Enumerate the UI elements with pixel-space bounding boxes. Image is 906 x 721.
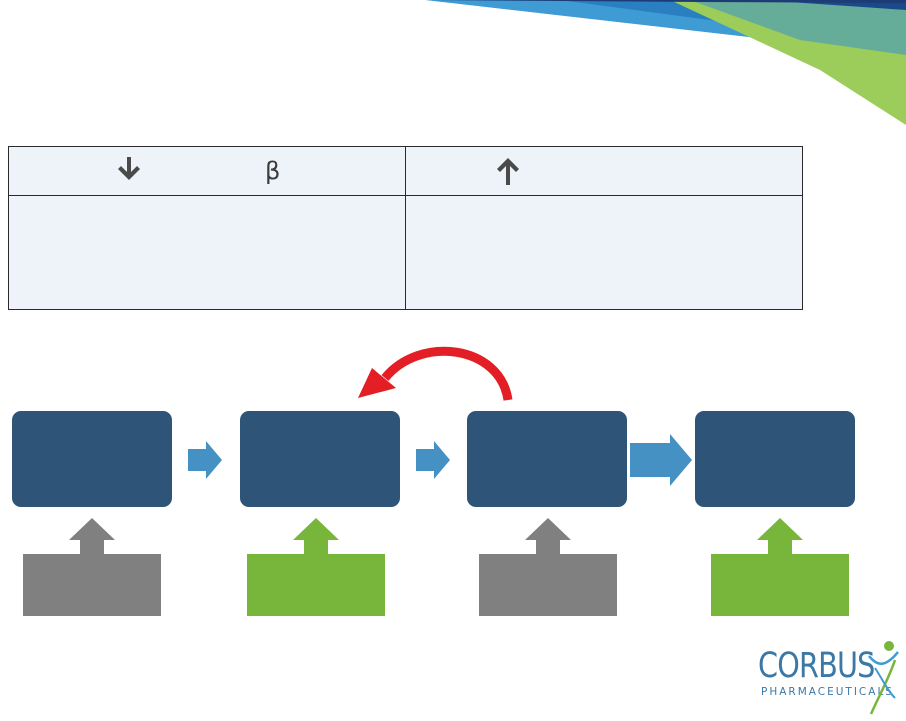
- arrow-up-icon: [525, 518, 571, 555]
- connector-arrow-3: [630, 434, 692, 486]
- table-header-left: β: [8, 146, 406, 196]
- base-block-2: [247, 518, 385, 616]
- arrow-up-icon: [293, 518, 339, 555]
- flow-stage-2: [240, 411, 400, 507]
- logo-figure-icon: [868, 641, 899, 715]
- arrow-up-icon: [757, 518, 803, 555]
- flow-stage-4: [695, 411, 855, 507]
- connector-arrow-1: [188, 441, 222, 479]
- beta-symbol: β: [265, 157, 281, 185]
- corbus-logo: CORBUS PHARMACEUTICALS: [755, 638, 900, 718]
- arrow-up-icon: [69, 518, 115, 555]
- arrow-down-icon: [117, 155, 141, 189]
- base-block-3: [479, 518, 617, 616]
- base-block-4: [711, 518, 849, 616]
- connector-arrow-2: [416, 441, 450, 479]
- logo-subtitle: PHARMACEUTICALS: [761, 686, 894, 698]
- table-cell-left: [8, 195, 406, 310]
- comparison-table: β: [8, 146, 803, 310]
- flow-stage-1: [12, 411, 172, 507]
- table-cell-right: [405, 195, 803, 310]
- logo-wordmark: CORBUS: [758, 646, 875, 686]
- flow-stage-3: [467, 411, 627, 507]
- table-header-right: [405, 146, 803, 196]
- feedback-arrow: [358, 346, 513, 401]
- arrow-up-icon: [496, 155, 520, 193]
- base-block-1: [23, 518, 161, 616]
- header-swoosh-decoration: [425, 0, 906, 125]
